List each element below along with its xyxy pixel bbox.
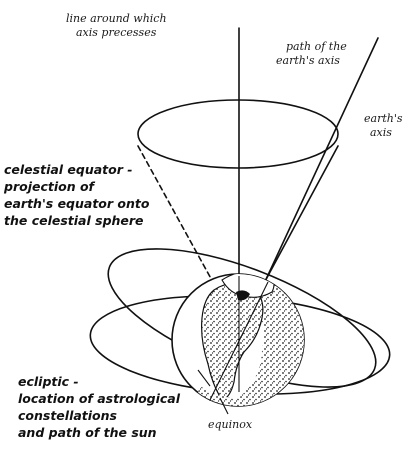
svg-text:the celestial sphere: the celestial sphere	[4, 213, 144, 228]
equinox-pointer	[219, 397, 229, 415]
cone-dashed-edge	[137, 145, 237, 325]
earth-globe	[171, 273, 305, 407]
label-ecliptic: ecliptic - location of astrological cons…	[18, 374, 181, 440]
label-earth-axis: earth's axis	[364, 112, 403, 139]
label-axis-path: path of the earth's axis	[276, 40, 347, 67]
svg-text:celestial equator -: celestial equator -	[4, 162, 132, 177]
ecliptic-pointer	[197, 369, 211, 387]
svg-text:projection of: projection of	[3, 179, 96, 194]
label-celestial-equator: celestial equator - projection of earth'…	[3, 162, 150, 228]
svg-text:earth's: earth's	[364, 112, 403, 125]
svg-text:earth's axis: earth's axis	[276, 54, 340, 67]
label-equinox: equinox	[208, 418, 253, 431]
svg-text:ecliptic -: ecliptic -	[18, 374, 79, 389]
svg-text:constellations: constellations	[18, 408, 117, 423]
svg-text:line around which: line around which	[66, 12, 167, 25]
svg-text:axis: axis	[370, 126, 392, 139]
label-precession-line: line around which axis precesses	[66, 12, 167, 39]
axis-path-ellipse	[137, 99, 339, 169]
svg-text:location of astrological: location of astrological	[18, 391, 181, 406]
svg-text:path of the: path of the	[286, 40, 347, 53]
svg-text:and path of the sun: and path of the sun	[18, 425, 157, 440]
earth-axis-front	[209, 281, 269, 401]
svg-text:earth's equator onto: earth's equator onto	[4, 196, 150, 211]
svg-text:axis precesses: axis precesses	[76, 26, 157, 39]
